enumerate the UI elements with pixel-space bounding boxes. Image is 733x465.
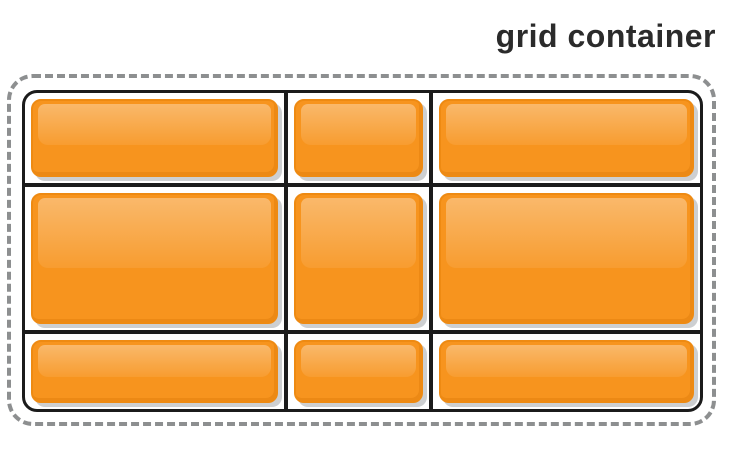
grid-item	[439, 193, 694, 324]
grid-item	[31, 99, 278, 177]
grid-cell	[433, 187, 700, 330]
grid-item	[31, 340, 278, 403]
grid-item	[31, 193, 278, 324]
grid-cell	[25, 334, 284, 409]
grid-cell	[433, 334, 700, 409]
grid-item	[439, 99, 694, 177]
grid-container-outline	[7, 74, 716, 426]
grid-item	[294, 193, 423, 324]
grid-cell	[288, 187, 429, 330]
grid	[22, 90, 703, 412]
grid-cell	[433, 93, 700, 183]
grid-item	[294, 340, 423, 403]
grid-cell	[25, 93, 284, 183]
grid-container-label: grid container	[495, 18, 716, 54]
grid-cell	[288, 334, 429, 409]
grid-cell	[25, 187, 284, 330]
grid-cell	[288, 93, 429, 183]
grid-item	[294, 99, 423, 177]
grid-item	[439, 340, 694, 403]
